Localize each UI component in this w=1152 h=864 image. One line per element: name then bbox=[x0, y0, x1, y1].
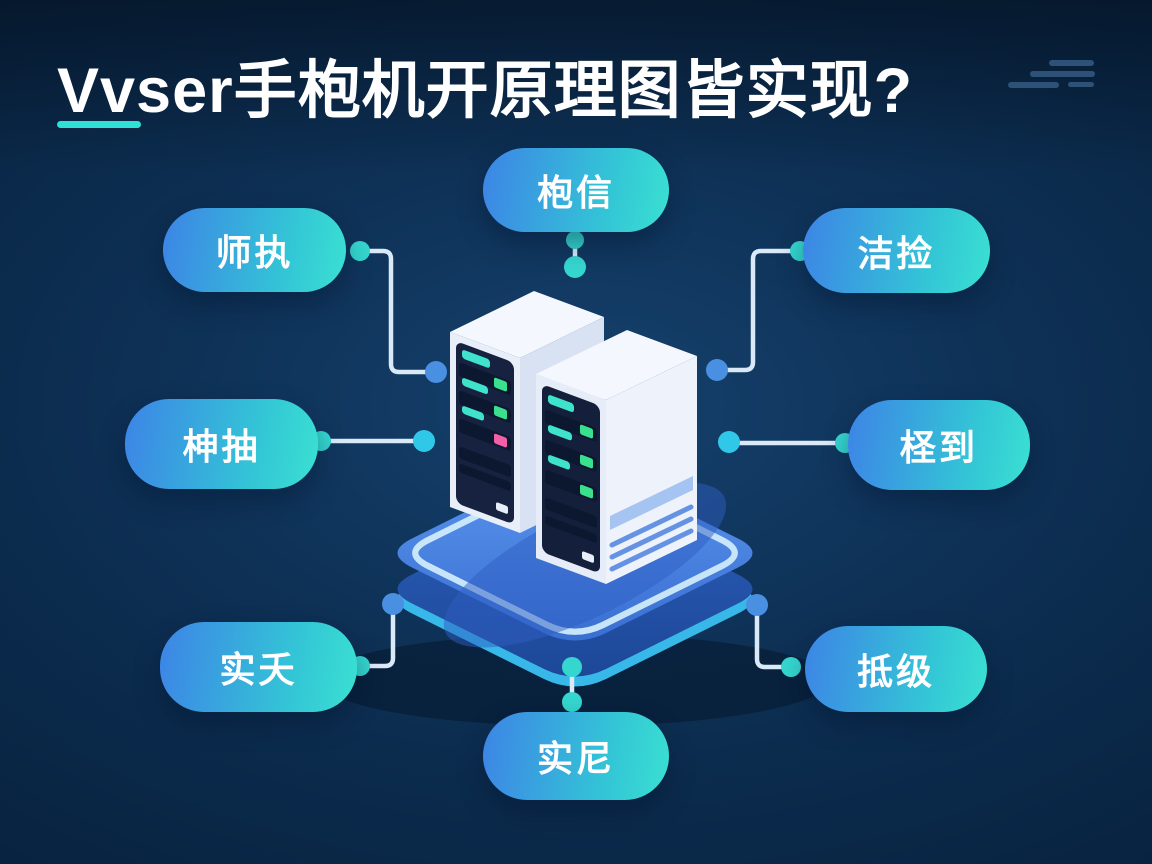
decor-dash-icon bbox=[1008, 82, 1059, 88]
server-front-panel-left bbox=[456, 343, 514, 523]
node-label: 枹信 bbox=[536, 172, 615, 213]
server-side-band bbox=[610, 476, 693, 530]
page-title: Vvser手枹机开原理图皆实现? bbox=[57, 56, 914, 126]
connector-bottom-right bbox=[754, 604, 794, 670]
server-tower-right bbox=[536, 330, 697, 584]
node-top-left: 师执 bbox=[163, 208, 346, 292]
node-label: 实尼 bbox=[536, 738, 615, 779]
node-label: 实夭 bbox=[219, 649, 298, 690]
node-label: 抵级 bbox=[856, 651, 935, 692]
connector-top-right bbox=[717, 248, 803, 373]
node-label: 师执 bbox=[215, 232, 294, 273]
decor-dash-icon bbox=[1030, 71, 1095, 77]
connector-top-left bbox=[357, 248, 437, 375]
server-front-panel-right bbox=[542, 386, 600, 572]
node-top-right: 洁捡 bbox=[803, 208, 990, 293]
connector-bottom-left bbox=[357, 603, 396, 669]
server-vents bbox=[609, 504, 694, 572]
node-left: 柛抽 bbox=[125, 399, 318, 489]
connector-lines bbox=[318, 237, 848, 704]
decor-dash-icon bbox=[1049, 60, 1094, 66]
node-bottom: 实尼 bbox=[483, 712, 669, 800]
node-label: 柽到 bbox=[899, 427, 978, 468]
decor-dash-icon bbox=[1068, 82, 1094, 87]
node-label: 柛抽 bbox=[182, 426, 261, 467]
node-top: 枹信 bbox=[483, 148, 669, 232]
node-bottom-right: 抵级 bbox=[805, 626, 987, 712]
title-underline bbox=[57, 121, 141, 128]
node-label: 洁捡 bbox=[857, 232, 936, 274]
node-right: 柽到 bbox=[848, 400, 1030, 490]
node-bottom-left: 实夭 bbox=[160, 622, 357, 712]
